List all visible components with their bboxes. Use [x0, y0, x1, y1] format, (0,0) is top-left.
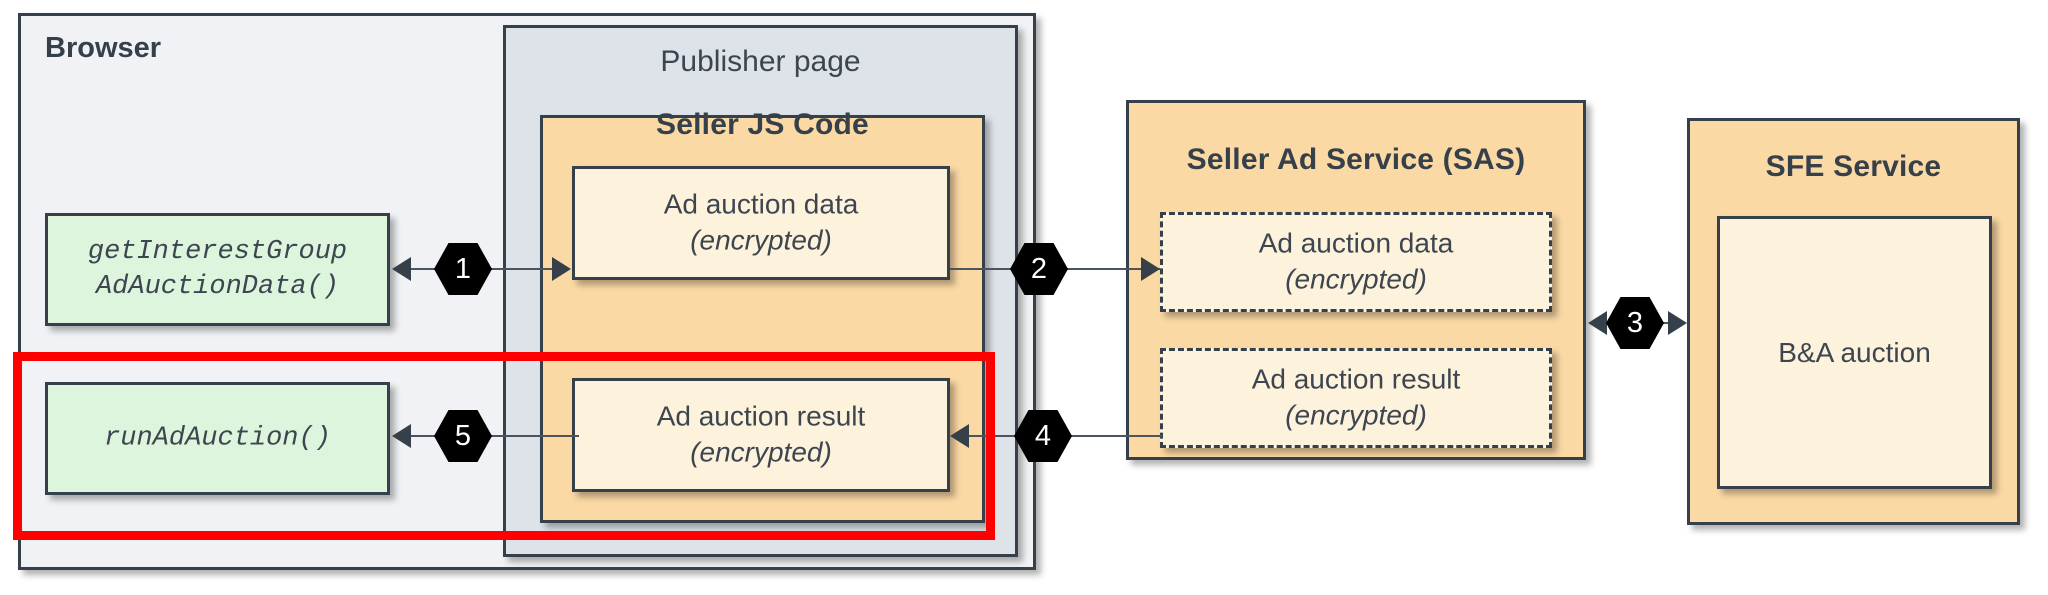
connector-step-1-arrowhead-right	[552, 257, 571, 281]
seller-js-data-line1: Ad auction data	[663, 188, 859, 220]
publisher-page-title: Publisher page	[660, 45, 861, 78]
sfe-ba-auction-label: B&A auction	[1720, 334, 1989, 370]
sas-result-line2: (encrypted)	[1285, 400, 1427, 431]
connector-step-3-arrowhead-left	[1588, 311, 1607, 335]
connector-step-4-arrowhead-left	[950, 424, 969, 448]
seller-js-ad-auction-result-label: Ad auction result (encrypted)	[575, 399, 947, 472]
connector-step-2-arrowhead-right	[1141, 257, 1160, 281]
connector-step-1-arrowhead-left	[392, 257, 411, 281]
seller-js-ad-auction-result-box: Ad auction result (encrypted)	[572, 378, 950, 492]
sas-ad-auction-result-box: Ad auction result (encrypted)	[1160, 348, 1552, 448]
seller-js-ad-auction-data-box: Ad auction data (encrypted)	[572, 166, 950, 280]
sas-data-line1: Ad auction data	[1258, 227, 1454, 259]
browser-title: Browser	[45, 32, 162, 64]
sfe-ba-auction-line1: B&A auction	[1778, 336, 1931, 368]
sas-data-line2: (encrypted)	[1285, 264, 1427, 295]
seller-js-data-line2: (encrypted)	[690, 225, 832, 256]
seller-js-result-line1: Ad auction result	[656, 400, 866, 432]
connector-step-5-arrowhead-left	[392, 424, 411, 448]
step-badge-3: 3	[1606, 297, 1664, 349]
connector-step-3-arrowhead-right	[1668, 311, 1687, 335]
sas-ad-auction-data-box: Ad auction data (encrypted)	[1160, 212, 1552, 312]
seller-js-result-line2: (encrypted)	[690, 437, 832, 468]
seller-js-ad-auction-data-label: Ad auction data (encrypted)	[575, 187, 947, 260]
api-run-ad-auction-label: runAdAuction()	[104, 422, 331, 453]
api-get-data-line2: AdAuctionData()	[95, 271, 340, 302]
sas-ad-auction-data-label: Ad auction data (encrypted)	[1163, 226, 1549, 299]
sas-ad-auction-result-label: Ad auction result (encrypted)	[1163, 362, 1549, 435]
seller-js-code-title: Seller JS Code	[656, 108, 869, 141]
api-get-data-line1: getInterestGroup	[87, 236, 348, 267]
api-get-interest-group-ad-auction-data: getInterestGroup AdAuctionData()	[45, 213, 390, 326]
seller-ad-service-title: Seller Ad Service (SAS)	[1186, 143, 1526, 176]
sas-result-line1: Ad auction result	[1251, 363, 1461, 395]
api-run-ad-auction: runAdAuction()	[45, 382, 390, 495]
sfe-service-title: SFE Service	[1765, 150, 1942, 183]
sfe-ba-auction-box: B&A auction	[1717, 216, 1992, 489]
api-get-data-label: getInterestGroup AdAuctionData()	[48, 234, 387, 304]
